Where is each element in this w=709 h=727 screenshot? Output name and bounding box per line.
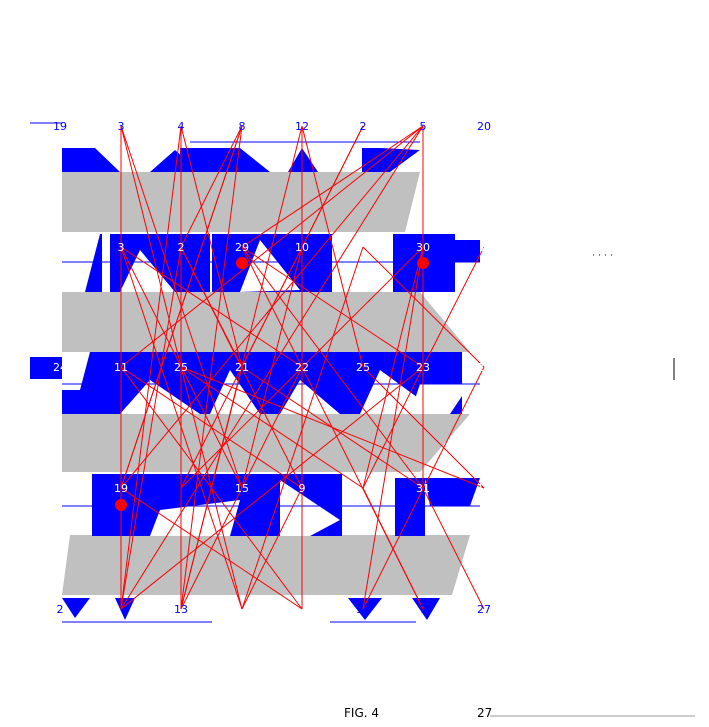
white-cut <box>120 380 200 414</box>
blue-block <box>288 148 318 172</box>
highlight-node <box>236 257 248 269</box>
node-label: 3 <box>57 241 64 254</box>
edge <box>120 246 182 610</box>
gray-band <box>62 172 420 232</box>
edge <box>301 125 364 368</box>
node-label: 20 <box>477 120 491 133</box>
blue-block <box>62 598 90 618</box>
edge <box>180 487 243 610</box>
blue-block <box>412 598 440 620</box>
node-label: 25 <box>174 361 188 374</box>
blue-block <box>425 478 480 506</box>
node-label: 10 <box>295 241 309 254</box>
blue-block <box>395 478 425 536</box>
figure-number: 27 <box>477 706 492 720</box>
node-label: 15 <box>235 482 249 495</box>
gray-band <box>62 414 470 472</box>
edge <box>241 125 364 368</box>
node-label: 17 <box>356 603 370 616</box>
node-label: 2 <box>57 603 64 616</box>
white-cut <box>410 384 470 414</box>
edge <box>180 125 303 610</box>
node-label: 25 <box>356 361 370 374</box>
node-label: 14 <box>477 482 491 495</box>
gray-band <box>62 292 470 352</box>
figure-caption: FIG. 4 <box>344 706 379 720</box>
white-cut <box>62 352 90 390</box>
node-label: 31 <box>416 482 430 495</box>
node-layer <box>115 257 429 511</box>
node-label: 21 <box>235 361 249 374</box>
node-label: 9 <box>299 482 306 495</box>
node-label: 3 <box>118 120 125 133</box>
outline-layer <box>30 122 480 623</box>
edge <box>422 487 485 610</box>
edge-layer <box>120 125 485 610</box>
edge <box>180 125 243 368</box>
gray-band <box>62 535 470 595</box>
edge <box>362 246 424 610</box>
node-label: 22 <box>295 361 309 374</box>
edge <box>241 246 424 368</box>
node-label: 19 <box>114 482 128 495</box>
white-cut <box>62 234 100 292</box>
edge <box>120 366 424 610</box>
edge <box>180 125 243 610</box>
edge <box>120 125 182 610</box>
edge <box>241 366 303 489</box>
highlight-node <box>417 257 429 269</box>
node-label: 12 <box>295 120 309 133</box>
node-label: 13 <box>174 603 188 616</box>
highlight-node <box>115 499 127 511</box>
blue-block <box>62 148 120 172</box>
edge <box>422 246 485 368</box>
node-label: 24 <box>53 361 67 374</box>
blue-block <box>115 598 135 620</box>
node-label: 5 <box>420 120 427 133</box>
edge <box>241 246 303 489</box>
node-label: 27 <box>477 361 491 374</box>
edge <box>241 487 303 610</box>
white-cut <box>280 380 340 414</box>
node-label: 3 <box>118 241 125 254</box>
blue-block <box>30 357 65 379</box>
node-label: 7 <box>420 603 427 616</box>
node-label: 4 <box>178 120 185 133</box>
edge <box>241 246 424 489</box>
edge <box>180 125 243 248</box>
node-label: 2 <box>481 241 488 254</box>
node-label: 8 <box>239 120 246 133</box>
white-cut <box>280 480 340 536</box>
node-label: 2 <box>360 120 367 133</box>
edge <box>180 366 485 489</box>
node-label: 2 <box>178 241 185 254</box>
node-label: 27 <box>477 603 491 616</box>
node-label: 19 <box>53 120 67 133</box>
node-label: 11 <box>114 361 128 374</box>
node-label: 29 <box>235 241 249 254</box>
node-label: 23 <box>416 361 430 374</box>
blue-block <box>348 598 382 620</box>
node-label: 30 <box>416 241 430 254</box>
blue-block <box>455 240 480 262</box>
edge <box>362 246 424 489</box>
